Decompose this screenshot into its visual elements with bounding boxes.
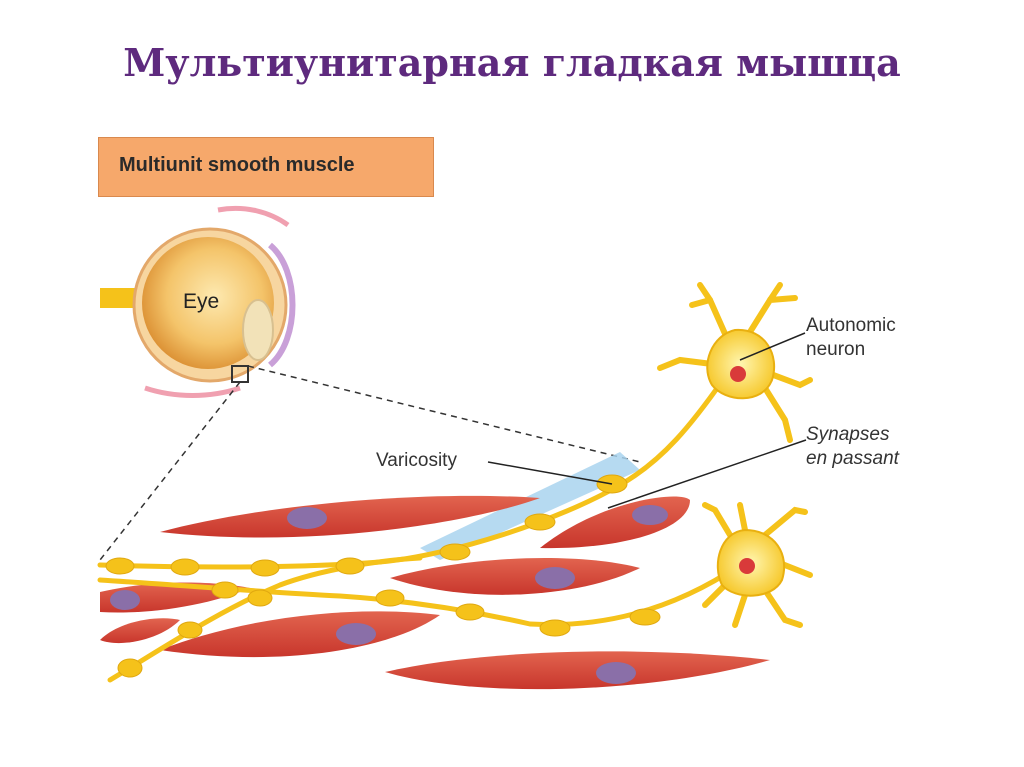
eye-illustration (100, 205, 296, 398)
muscle-cell (100, 618, 180, 644)
label-autonomic-line1: Autonomic (806, 315, 896, 336)
header-label: Multiunit smooth muscle (119, 154, 355, 176)
muscle-cells (100, 495, 770, 690)
autonomic-neuron-upper (657, 282, 813, 443)
header-box: Multiunit smooth muscle (98, 137, 434, 197)
zoom-line-right (247, 365, 641, 463)
label-eye: Eye (183, 290, 220, 313)
neuron-nucleus (739, 558, 755, 574)
varicosity-bead (250, 559, 280, 577)
iris (267, 242, 296, 368)
label-autonomic-line2: neuron (806, 339, 866, 360)
varicosity-bead (170, 558, 200, 576)
muscle-cell (160, 611, 440, 658)
cell-nucleus (632, 505, 668, 525)
varicosity-bead (439, 543, 471, 561)
muscle-cell (390, 557, 640, 595)
varicosity-bead (117, 658, 143, 678)
lens (242, 299, 274, 361)
axon-upper (97, 352, 743, 570)
cell-nucleus (596, 662, 636, 684)
label-synapses-line2: en passant (806, 448, 899, 469)
cell-nucleus (336, 623, 376, 645)
neuron-nucleus (730, 366, 746, 382)
varicosity-bead (105, 557, 135, 575)
leader-autonomic-neuron (739, 332, 806, 361)
label-synapses-en-passant: Synapses en passant (806, 423, 899, 471)
varicosity-bead (524, 513, 556, 531)
muscle-cell (160, 495, 540, 538)
cell-nucleus (287, 507, 327, 529)
zoom-line-left (99, 381, 241, 561)
muscle-cell (385, 651, 770, 690)
varicosity-bead (629, 608, 661, 626)
leader-synapses (607, 439, 807, 509)
eyelid-lower (144, 385, 241, 398)
label-autonomic-neuron: Autonomic neuron (806, 314, 896, 362)
varicosities (105, 474, 661, 678)
varicosity-bead (539, 619, 571, 637)
cell-nucleus (535, 567, 575, 589)
varicosity-bead (335, 557, 365, 575)
label-synapses-line1: Synapses (806, 424, 890, 445)
varicosity-bead (211, 581, 239, 599)
eyelid-upper (217, 205, 290, 228)
varicosity-bead (455, 603, 485, 621)
slide-title: Мультиунитарная гладкая мышца (123, 40, 901, 85)
neuron-soma (706, 328, 776, 400)
autonomic-neuron-lower (702, 502, 813, 628)
label-varicosity: Varicosity (376, 450, 457, 471)
optic-nerve (100, 288, 142, 308)
varicosity-bead (247, 589, 273, 607)
leader-varicosity (487, 461, 613, 485)
varicosity-bead (375, 589, 405, 607)
axon-branch (107, 555, 423, 683)
cell-nucleus (110, 590, 140, 610)
eyeball-inner (142, 237, 274, 369)
varicosity-bead (177, 621, 203, 639)
